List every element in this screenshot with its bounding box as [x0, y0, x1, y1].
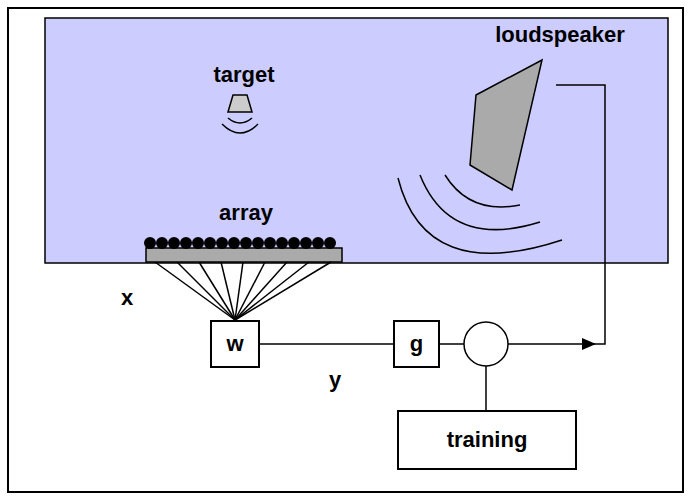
summing-junction — [464, 322, 508, 366]
wave — [228, 118, 252, 123]
wire — [235, 262, 287, 320]
wave — [445, 175, 520, 207]
microphone — [168, 237, 180, 249]
process-box: g — [393, 320, 440, 368]
signal-name: x — [121, 286, 133, 310]
wire — [221, 262, 235, 320]
array-wires — [155, 262, 331, 320]
process-box: w — [210, 320, 260, 368]
frame — [8, 8, 683, 492]
signal-line — [260, 343, 393, 345]
microphone — [252, 237, 264, 249]
target-speaker — [228, 95, 252, 112]
microphone — [324, 237, 336, 249]
microphones — [144, 237, 336, 249]
part-label: array — [219, 201, 273, 225]
wave — [420, 175, 540, 230]
microphone — [204, 237, 216, 249]
wire — [235, 262, 331, 320]
array-bar — [146, 248, 342, 262]
room — [45, 18, 668, 263]
box-label: training — [447, 428, 528, 452]
microphone — [288, 237, 300, 249]
wire — [440, 343, 464, 345]
process-box: training — [397, 410, 577, 470]
wire — [177, 262, 235, 320]
arrowhead — [582, 338, 596, 350]
microphone — [180, 237, 192, 249]
wire — [155, 262, 235, 320]
wave — [222, 124, 258, 133]
box-label: g — [410, 332, 423, 356]
microphone — [312, 237, 324, 249]
microphone — [300, 237, 312, 249]
part-label: loudspeaker — [495, 23, 625, 47]
wire — [199, 262, 235, 320]
wire — [485, 366, 487, 410]
microphone — [228, 237, 240, 249]
microphone — [240, 237, 252, 249]
microphone — [192, 237, 204, 249]
loudspeaker-icon — [470, 60, 542, 190]
microphone — [276, 237, 288, 249]
signal-name: y — [329, 368, 341, 392]
microphone — [156, 237, 168, 249]
wire — [235, 262, 309, 320]
wire — [508, 85, 605, 344]
microphone — [216, 237, 228, 249]
part-label: target — [213, 63, 274, 87]
microphone — [264, 237, 276, 249]
box-label: w — [226, 332, 243, 356]
wave — [398, 178, 562, 253]
microphone — [144, 237, 156, 249]
